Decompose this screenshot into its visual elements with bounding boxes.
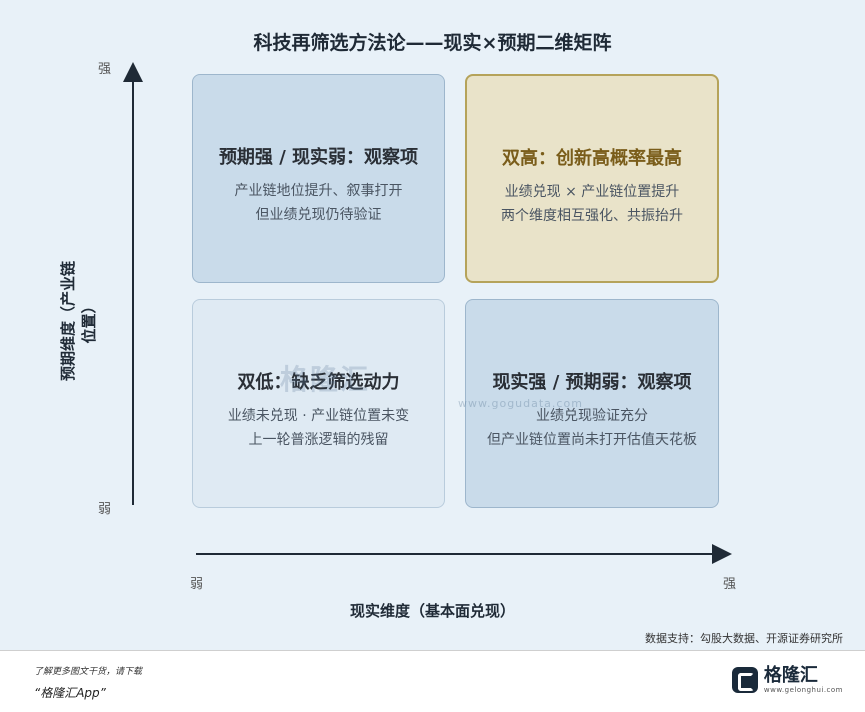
quadrant-heading: 预期强 / 现实弱：观察项 bbox=[218, 147, 419, 168]
quadrant-heading: 双高：创新高概率最高 bbox=[502, 148, 682, 169]
quadrant-heading: 现实强 / 预期弱：观察项 bbox=[492, 372, 692, 393]
x-axis-right-label: 强 bbox=[723, 577, 737, 592]
quadrant-line: 业绩未兑现 · 产业链位置未变 bbox=[227, 408, 410, 424]
watermark-text: 格隆汇 bbox=[280, 363, 371, 396]
logo-icon bbox=[731, 667, 758, 693]
x-axis-left-label: 弱 bbox=[190, 577, 204, 592]
diagram-canvas: 科技再筛选方法论——现实×预期二维矩阵 强 弱 弱 强 预期维度（产业链位置） … bbox=[0, 0, 865, 650]
quadrant-line: 业绩兑现 × 产业链位置提升 bbox=[504, 184, 680, 200]
y-axis-top-label: 强 bbox=[98, 62, 112, 77]
quadrant-bottom-right: 现实强 / 预期弱：观察项 业绩兑现验证充分 但产业链位置尚未打开估值天花板 bbox=[465, 299, 719, 508]
source-note: 数据支持：勾股大数据、开源证券研究所 bbox=[645, 632, 843, 645]
quadrant-line: 但产业链位置尚未打开估值天花板 bbox=[487, 432, 697, 448]
promo-line: 了解更多图文干货，请下载 bbox=[34, 667, 143, 677]
quadrant-line: 产业链地位提升、叙事打开 bbox=[234, 183, 403, 199]
quadrant-line: 业绩兑现验证充分 bbox=[536, 408, 648, 424]
promo-app-name: “格隆汇App” bbox=[34, 686, 106, 700]
watermark-url: www.gogudata.com bbox=[458, 397, 583, 410]
quadrant-top-left: 预期强 / 现实弱：观察项 产业链地位提升、叙事打开 但业绩兑现仍待验证 bbox=[192, 74, 445, 283]
x-axis-title: 现实维度（基本面兑现） bbox=[349, 602, 515, 620]
axes bbox=[123, 62, 732, 564]
logo-url: www.gelonghui.com bbox=[763, 686, 843, 694]
diagram-title: 科技再筛选方法论——现实×预期二维矩阵 bbox=[253, 32, 612, 54]
quadrant-line: 但业绩兑现仍待验证 bbox=[255, 207, 382, 223]
quadrant-top-right: 双高：创新高概率最高 业绩兑现 × 产业链位置提升 两个维度相互强化、共振抬升 bbox=[465, 74, 719, 283]
y-axis-bottom-label: 弱 bbox=[98, 502, 112, 517]
quadrant-line: 上一轮普涨逻辑的残留 bbox=[248, 432, 389, 448]
y-axis-title: 预期维度（产业链位置） bbox=[59, 260, 98, 381]
brand-logo: 格隆汇 www.gelonghui.com bbox=[731, 665, 843, 694]
logo-name: 格隆汇 bbox=[763, 665, 818, 686]
quadrant-bottom-left: 双低：缺乏筛选动力 业绩未兑现 · 产业链位置未变 上一轮普涨逻辑的残留 bbox=[192, 299, 445, 508]
footer-divider bbox=[0, 650, 865, 651]
quadrant-heading: 双低：缺乏筛选动力 bbox=[237, 372, 400, 393]
quadrant-line: 两个维度相互强化、共振抬升 bbox=[501, 208, 683, 224]
